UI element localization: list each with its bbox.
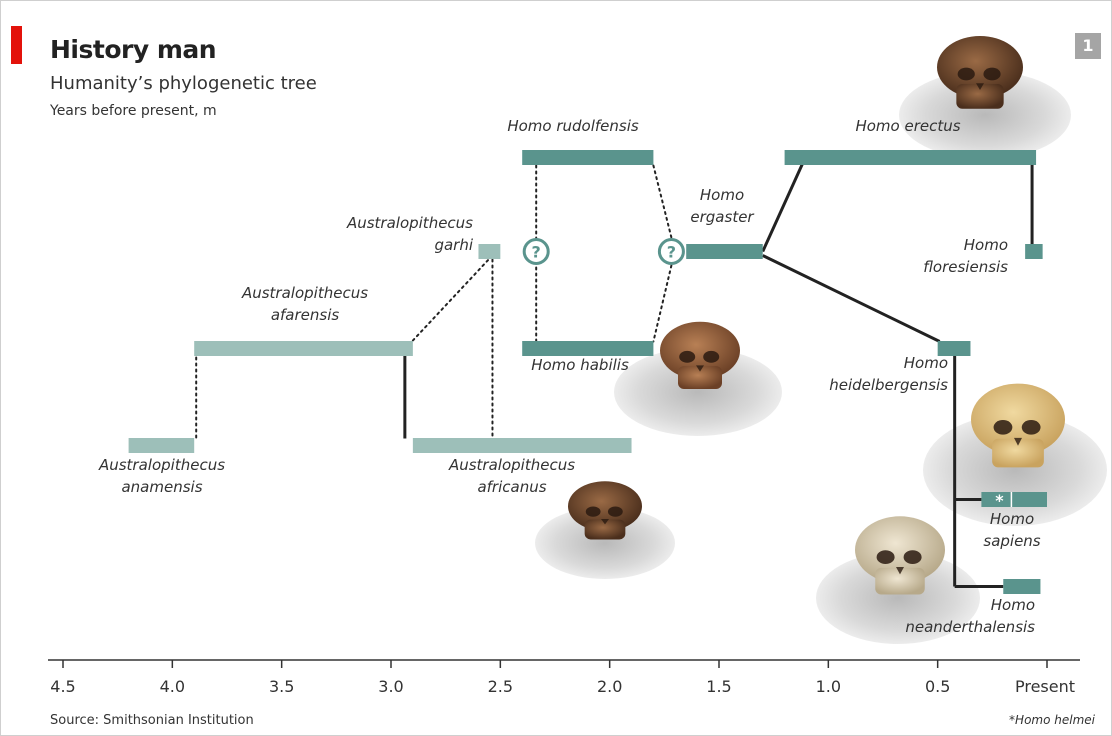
label-ergaster-line1: Homo <box>700 186 744 204</box>
x-tick-label: 1.0 <box>816 677 841 696</box>
bar-sapiens <box>981 492 1047 507</box>
label-garhi-line1: Australopithecus <box>346 214 473 232</box>
label-africanus-line1: Australopithecus <box>448 456 575 474</box>
skull-eye-socket <box>679 351 695 363</box>
x-tick-label: 2.5 <box>488 677 513 696</box>
x-tick-label: 2.0 <box>597 677 622 696</box>
skull-eye-socket <box>1022 420 1041 435</box>
skull-eye-socket <box>958 68 975 81</box>
label-heidelbergensis-line1: Homo <box>904 354 948 372</box>
label-neanderthalensis-line2: neanderthalensis <box>905 618 1035 636</box>
label-habilis: Homo habilis <box>531 356 629 374</box>
uncertain-marker-right: ? <box>659 240 683 264</box>
link-ergaster-erectus <box>763 164 803 252</box>
skull-eye-socket <box>983 68 1000 81</box>
bar-erectus <box>785 150 1036 165</box>
bar-rudolfensis <box>522 150 653 165</box>
label-ergaster-line2: ergaster <box>690 208 754 226</box>
x-tick-label: 1.5 <box>706 677 731 696</box>
bar-garhi <box>478 244 500 259</box>
x-tick-label: 4.5 <box>50 677 75 696</box>
skull-eye-socket <box>904 550 922 564</box>
link-rudolfensis-habilis-right-upper <box>653 166 671 238</box>
link-ergaster-heidelbergensis <box>763 256 940 342</box>
label-anamensis-line2: anamensis <box>121 478 202 496</box>
skull-eye-socket <box>608 506 623 516</box>
bar-habilis <box>522 341 653 356</box>
bar-africanus <box>413 438 632 453</box>
uncertain-marker-left: ? <box>524 240 548 264</box>
x-tick-label: 0.5 <box>925 677 950 696</box>
label-floresiensis-line2: floresiensis <box>923 258 1008 276</box>
link-afarensis-garhi <box>413 258 491 341</box>
label-rudolfensis: Homo rudolfensis <box>507 117 639 135</box>
sapiens-asterisk-marker: * <box>995 491 1004 510</box>
label-erectus: Homo erectus <box>855 117 960 135</box>
label-africanus-line2: africanus <box>477 478 546 496</box>
bar-neanderthalensis <box>1003 579 1040 594</box>
label-afarensis-line1: Australopithecus <box>241 284 368 302</box>
skull-eye-socket <box>877 550 895 564</box>
label-neanderthalensis-line1: Homo <box>991 596 1035 614</box>
label-heidelbergensis-line2: heidelbergensis <box>829 376 948 394</box>
x-tick-label: Present <box>1015 677 1075 696</box>
bar-ergaster <box>686 244 763 259</box>
bar-anamensis <box>129 438 195 453</box>
skull-africanus <box>535 481 675 579</box>
skull-eye-socket <box>994 420 1013 435</box>
skull-habilis <box>614 322 782 436</box>
label-floresiensis-line1: Homo <box>964 236 1008 254</box>
link-rudolfensis-habilis-right-lower <box>653 266 671 342</box>
label-sapiens-line2: sapiens <box>983 532 1040 550</box>
skull-eye-socket <box>586 506 601 516</box>
label-garhi-line2: garhi <box>434 236 473 254</box>
x-tick-label: 3.0 <box>378 677 403 696</box>
x-axis: 4.5 4.0 3.5 3.0 2.5 2.0 1.5 1.0 0.5 Present <box>48 660 1080 696</box>
skull-eye-socket <box>703 351 719 363</box>
label-afarensis-line2: afarensis <box>271 306 340 324</box>
question-mark: ? <box>667 243 676 262</box>
label-sapiens-line1: Homo <box>990 510 1034 528</box>
question-mark: ? <box>532 243 541 262</box>
label-anamensis-line1: Australopithecus <box>98 456 225 474</box>
x-tick-label: 3.5 <box>269 677 294 696</box>
skull-erectus <box>899 36 1071 159</box>
bar-afarensis <box>194 341 413 356</box>
x-tick-label: 4.0 <box>160 677 185 696</box>
bar-floresiensis <box>1025 244 1042 259</box>
